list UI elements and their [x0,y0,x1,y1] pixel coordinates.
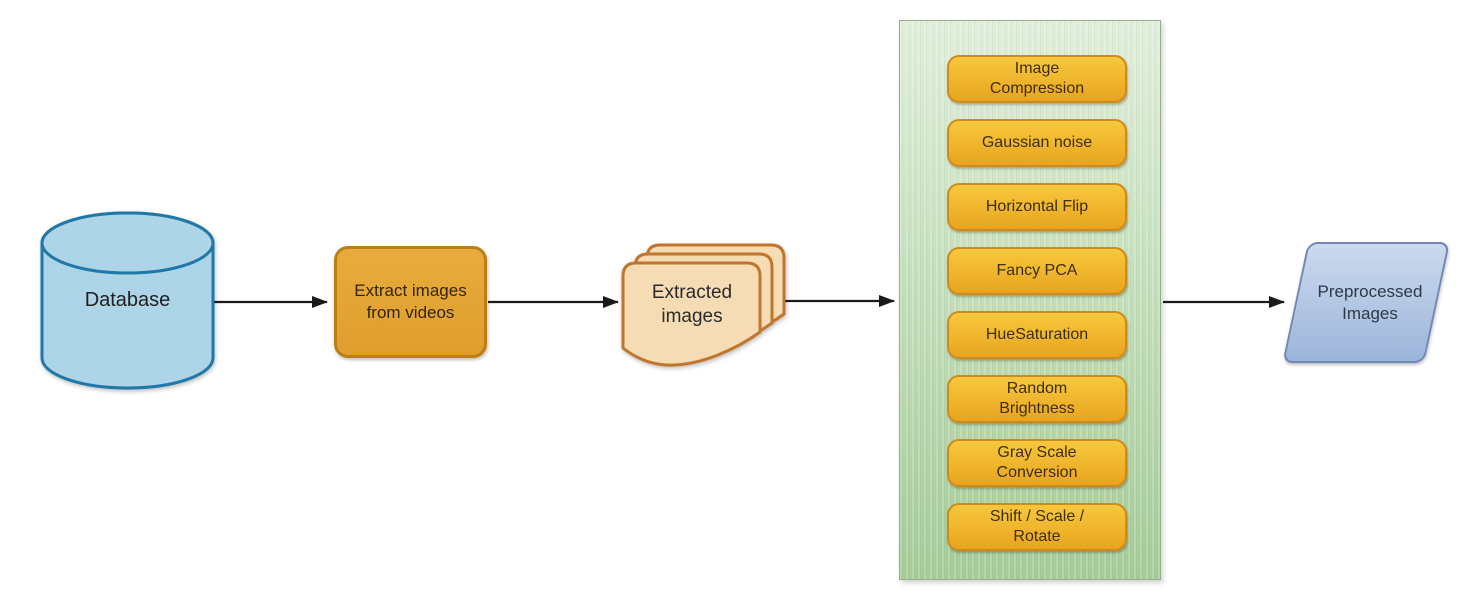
connector-arrows [214,295,1285,308]
augmentation-button-gaussian-noise[interactable]: Gaussian noise [947,119,1127,167]
multi-document-shape[interactable] [621,243,786,367]
database-cylinder-shape[interactable] [40,211,215,390]
augmentation-button-horizontal-flip[interactable]: Horizontal Flip [947,183,1127,231]
augmentation-button-gray-scale-conversion[interactable]: Gray Scale Conversion [947,439,1127,487]
augmentation-button-huesaturation[interactable]: HueSaturation [947,311,1127,359]
augmentation-button-shift-scale-rotate[interactable]: Shift / Scale / Rotate [947,503,1127,551]
augmentation-button-random-brightness[interactable]: Random Brightness [947,375,1127,423]
augmentation-button-list: Image Compression Gaussian noise Horizon… [947,55,1127,551]
augmentation-button-image-compression[interactable]: Image Compression [947,55,1127,103]
augmentation-button-fancy-pca[interactable]: Fancy PCA [947,247,1127,295]
extract-images-node-label: Extract images from videos [354,280,467,322]
extract-images-node[interactable]: Extract images from videos [334,246,487,358]
preprocessed-images-node[interactable] [1282,242,1450,363]
augmentation-panel: Image Compression Gaussian noise Horizon… [899,20,1161,580]
